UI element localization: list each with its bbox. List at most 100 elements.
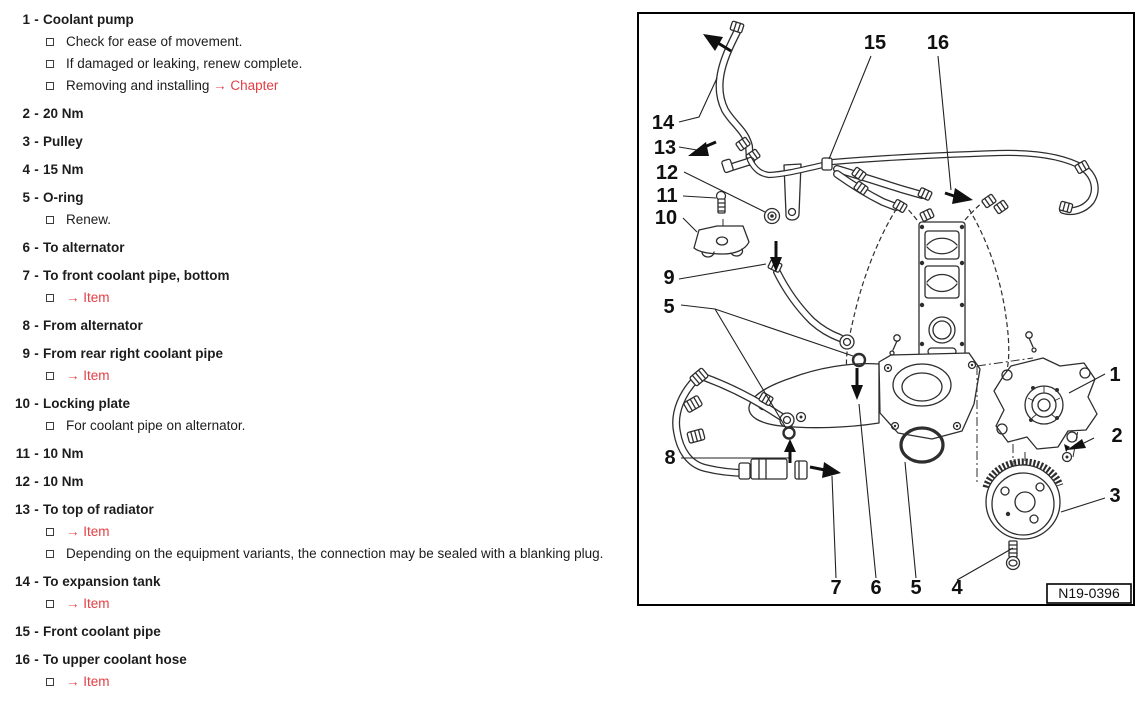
subitem-text: For coolant pipe on alternator. bbox=[66, 418, 245, 433]
item-separator: - bbox=[34, 134, 39, 149]
callout-3: 3 bbox=[1109, 485, 1120, 507]
radiator-connection-stub bbox=[721, 157, 755, 174]
item-number: 14 bbox=[14, 574, 30, 589]
item-label: Locking plate bbox=[43, 396, 131, 411]
item-separator: - bbox=[34, 652, 39, 667]
legend-item-12: 12-10 Nm bbox=[8, 474, 633, 489]
item-label: To front coolant pipe, bottom bbox=[43, 268, 230, 283]
direction-arrows bbox=[688, 34, 1086, 478]
legend-subitem: → Item bbox=[46, 290, 633, 305]
item-separator: - bbox=[34, 162, 39, 177]
square-bullet-icon bbox=[46, 82, 54, 90]
item-label: 15 Nm bbox=[43, 162, 84, 177]
subitem-text-segment: Renew. bbox=[66, 212, 112, 227]
item-label: To upper coolant hose bbox=[43, 652, 187, 667]
subitem-text: → Item bbox=[66, 368, 110, 383]
item-separator: - bbox=[34, 396, 39, 411]
subitem-text: Check for ease of movement. bbox=[66, 34, 242, 49]
legend-item-4: 4-15 Nm bbox=[8, 162, 633, 177]
subitem-text: → Item bbox=[66, 596, 110, 611]
square-bullet-icon bbox=[46, 60, 54, 68]
item-separator: - bbox=[34, 12, 39, 27]
legend-item-16: 16-To upper coolant hose bbox=[8, 652, 633, 667]
callout-2: 2 bbox=[1111, 425, 1122, 447]
subitem-text: → Item bbox=[66, 524, 110, 539]
large-o-ring bbox=[899, 426, 945, 464]
item-label: Coolant pump bbox=[43, 12, 134, 27]
leader-lines bbox=[678, 55, 1106, 581]
square-bullet-icon bbox=[46, 678, 54, 686]
legend-item-3: 3-Pulley bbox=[8, 134, 633, 149]
item-separator: - bbox=[34, 106, 39, 121]
subitem-text-segment: If damaged or leaking, renew complete. bbox=[66, 56, 303, 71]
cross-reference-link[interactable]: → Item bbox=[66, 596, 110, 611]
legend-item-7: 7-To front coolant pipe, bottom bbox=[8, 268, 633, 283]
subitem-text: Depending on the equipment variants, the… bbox=[66, 546, 603, 561]
item-label: To alternator bbox=[43, 240, 125, 255]
front-coolant-pipe bbox=[746, 149, 1088, 179]
legend-subitem: Renew. bbox=[46, 212, 633, 227]
item-number: 5 bbox=[22, 190, 30, 205]
cross-reference-link[interactable]: → Item bbox=[66, 674, 110, 689]
square-bullet-icon bbox=[46, 372, 54, 380]
legend-item-2: 2-20 Nm bbox=[8, 106, 633, 121]
item-label: 20 Nm bbox=[43, 106, 84, 121]
item-separator: - bbox=[34, 318, 39, 333]
legend-item-14: 14-To expansion tank bbox=[8, 574, 633, 589]
callout-13: 13 bbox=[654, 137, 676, 159]
alternator-hose bbox=[672, 366, 808, 480]
item-label: From alternator bbox=[43, 318, 143, 333]
legend-item-8: 8-From alternator bbox=[8, 318, 633, 333]
arrow-6-icon bbox=[851, 385, 863, 400]
item-label: Front coolant pipe bbox=[43, 624, 161, 639]
subitem-text: If damaged or leaking, renew complete. bbox=[66, 56, 302, 71]
arrow-9-icon bbox=[770, 257, 782, 272]
legend-subitem: For coolant pipe on alternator. bbox=[46, 418, 633, 433]
item-separator: - bbox=[34, 502, 39, 517]
legend-subitem: Removing and installing → Chapter bbox=[46, 78, 633, 93]
arrow-5-icon bbox=[784, 439, 796, 452]
callout-5: 5 bbox=[663, 296, 674, 318]
branch-hoses bbox=[833, 165, 1010, 223]
item-label: From rear right coolant pipe bbox=[43, 346, 224, 361]
subitem-text-segment: Check for ease of movement. bbox=[66, 34, 243, 49]
small-o-ring-a bbox=[851, 352, 867, 368]
engine-block-outline bbox=[748, 200, 1037, 464]
cross-reference-link[interactable]: → Item bbox=[66, 290, 110, 305]
subitem-text: Renew. bbox=[66, 212, 111, 227]
figure-id: N19-0396 bbox=[1058, 585, 1120, 601]
callout-14: 14 bbox=[652, 112, 675, 134]
coolant-pump-drawing bbox=[993, 357, 1098, 450]
square-bullet-icon bbox=[46, 600, 54, 608]
cross-reference-link[interactable]: → Item bbox=[66, 524, 110, 539]
pulley-bolt-drawing bbox=[1005, 540, 1021, 571]
subitem-text: → Item bbox=[66, 674, 110, 689]
item-label: To expansion tank bbox=[43, 574, 161, 589]
cross-reference-link[interactable]: → Item bbox=[66, 368, 110, 383]
figure-id-box: N19-0396 bbox=[1046, 583, 1132, 604]
legend-subitem: → Item bbox=[46, 596, 633, 611]
pipe-fitting-15 bbox=[821, 157, 833, 171]
subitem-text-segment: Depending on the equipment variants, the… bbox=[66, 546, 604, 561]
pulley-drawing bbox=[982, 458, 1064, 540]
item-label: To top of radiator bbox=[43, 502, 154, 517]
arrow-14-icon bbox=[703, 34, 723, 51]
legend-subitem: Depending on the equipment variants, the… bbox=[46, 546, 633, 561]
item-separator: - bbox=[34, 268, 39, 283]
legend-item-9: 9-From rear right coolant pipe bbox=[8, 346, 633, 361]
item-number: 4 bbox=[22, 162, 30, 177]
cross-reference-link[interactable]: → Chapter bbox=[213, 78, 279, 93]
item-separator: - bbox=[34, 190, 39, 205]
arrow-2-icon bbox=[1067, 439, 1086, 450]
callout-7: 7 bbox=[830, 577, 841, 599]
item-number: 16 bbox=[14, 652, 30, 667]
item-number: 9 bbox=[22, 346, 30, 361]
legend-item-11: 11-10 Nm bbox=[8, 446, 633, 461]
item-label: 10 Nm bbox=[43, 474, 84, 489]
legend-subitem: → Item bbox=[46, 674, 633, 689]
item-number: 8 bbox=[22, 318, 30, 333]
callout-1: 1 bbox=[1109, 364, 1120, 386]
